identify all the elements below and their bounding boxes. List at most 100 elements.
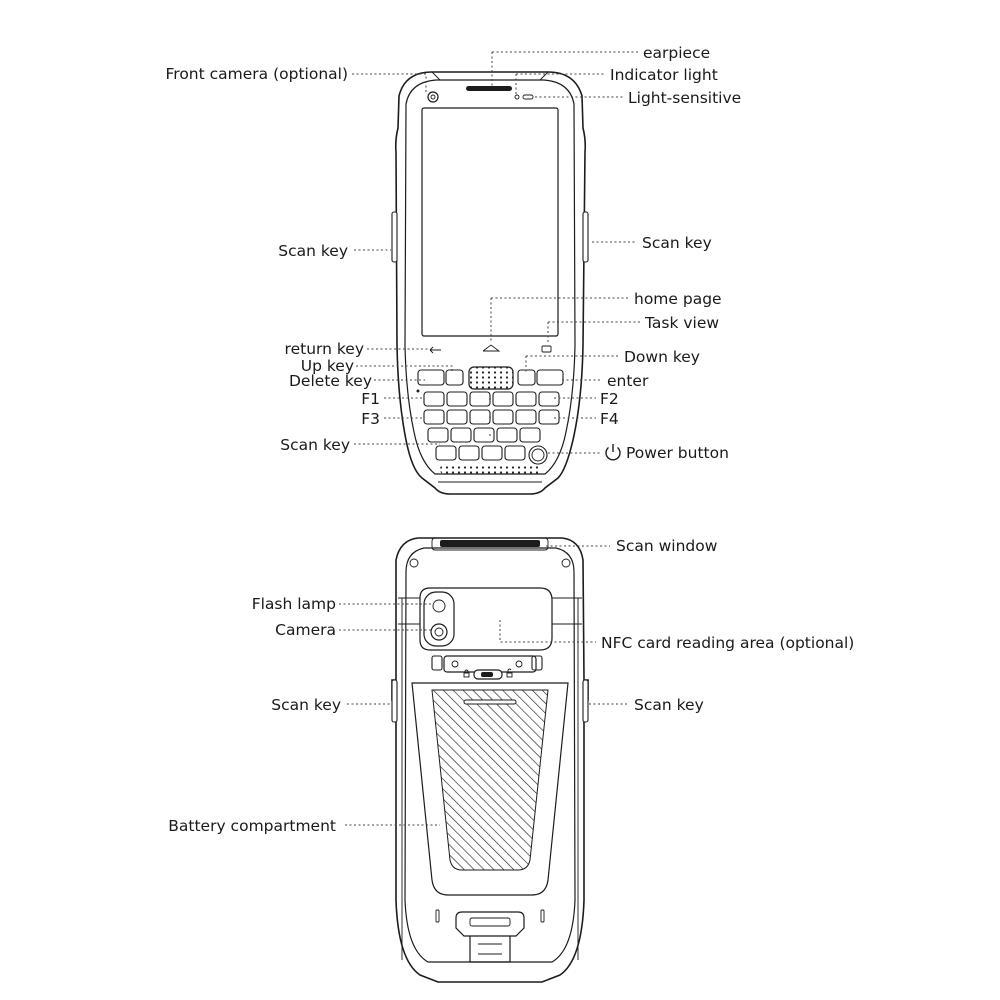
keypad-key bbox=[504, 445, 526, 461]
key-separator-dot bbox=[489, 398, 491, 400]
label-delete-key: Delete key bbox=[289, 372, 372, 390]
scan-window-frame bbox=[431, 537, 549, 551]
latch-screw-right bbox=[515, 660, 523, 668]
latch-side-button bbox=[431, 655, 443, 671]
label-flash-lamp: Flash lamp bbox=[252, 595, 336, 613]
bottom-vent-right bbox=[540, 909, 545, 923]
unlock-icon bbox=[506, 668, 513, 678]
label-f3: F3 bbox=[361, 410, 380, 428]
speaker-grille bbox=[440, 465, 540, 474]
enter-key bbox=[536, 369, 564, 386]
power-icon bbox=[605, 444, 621, 461]
latch-slider-knob bbox=[481, 672, 493, 677]
label-f2: F2 bbox=[600, 390, 619, 408]
keypad-key bbox=[427, 427, 449, 443]
screen bbox=[421, 107, 559, 337]
keypad bbox=[423, 391, 560, 461]
label-scan-key-front-bottom: Scan key bbox=[280, 436, 350, 454]
down-key bbox=[517, 369, 536, 386]
front-view bbox=[391, 71, 589, 495]
keypad-key bbox=[423, 409, 445, 425]
front-side-scan-key-right bbox=[582, 211, 589, 263]
latch-screw-left bbox=[451, 660, 459, 668]
keypad-key bbox=[519, 427, 541, 443]
up-key bbox=[445, 369, 464, 386]
keypad-key bbox=[446, 391, 468, 407]
leader-lines bbox=[339, 51, 640, 826]
camera-lens-inner bbox=[434, 627, 444, 637]
latch-area bbox=[431, 655, 543, 671]
label-scan-window: Scan window bbox=[616, 537, 718, 555]
back-side-panel-left bbox=[398, 597, 420, 960]
label-scan-key-back-left: Scan key bbox=[271, 696, 341, 714]
flash-lamp bbox=[432, 599, 446, 613]
front-bezel bbox=[404, 79, 576, 475]
power-key-inner bbox=[531, 448, 545, 462]
screw-top-left bbox=[409, 558, 419, 568]
strap-loop bbox=[469, 936, 511, 963]
keypad-key bbox=[515, 391, 537, 407]
back-side-scan-key-right bbox=[582, 679, 589, 723]
front-camera-inner bbox=[430, 94, 436, 100]
bottom-vent-left bbox=[435, 909, 440, 923]
keypad-key bbox=[446, 409, 468, 425]
battery-cover bbox=[411, 682, 569, 896]
label-scan-key-front-left: Scan key bbox=[278, 242, 348, 260]
back-inner-frame bbox=[404, 547, 576, 963]
keypad-key bbox=[492, 409, 514, 425]
back-arrow-icon bbox=[429, 346, 441, 354]
keypad-key bbox=[469, 409, 491, 425]
label-nfc-area: NFC card reading area (optional) bbox=[601, 634, 854, 652]
scan-window bbox=[440, 540, 540, 547]
keypad-key bbox=[435, 445, 457, 461]
label-scan-key-front-right: Scan key bbox=[642, 234, 712, 252]
front-body-outline bbox=[394, 71, 587, 495]
indicator-light bbox=[514, 94, 520, 100]
back-side-scan-key-left bbox=[391, 679, 398, 723]
keypad-key bbox=[423, 391, 445, 407]
camera-lens bbox=[430, 623, 448, 641]
lock-icon bbox=[463, 669, 470, 678]
battery-grip-line bbox=[463, 699, 517, 705]
label-return-key: return key bbox=[285, 340, 364, 358]
label-light-sensitive: Light-sensitive bbox=[628, 89, 741, 107]
label-f1: F1 bbox=[361, 390, 380, 408]
task-view-icon bbox=[541, 345, 552, 353]
label-scan-key-back-right: Scan key bbox=[634, 696, 704, 714]
keypad-key bbox=[469, 391, 491, 407]
front-camera-lens bbox=[427, 91, 439, 103]
key-separator-dot bbox=[489, 434, 491, 436]
back-side-panel-right bbox=[552, 597, 582, 960]
labels: earpiece Front camera (optional) Indicat… bbox=[166, 44, 855, 835]
screw-top-right bbox=[561, 558, 571, 568]
keypad-key bbox=[450, 427, 472, 443]
bottom-connector bbox=[455, 911, 525, 937]
delete-key bbox=[417, 369, 445, 386]
label-camera: Camera bbox=[275, 621, 336, 639]
camera-lens-housing bbox=[423, 591, 455, 647]
label-down-key: Down key bbox=[624, 348, 700, 366]
keypad-key bbox=[492, 391, 514, 407]
label-task-view: Task view bbox=[644, 314, 719, 332]
keypad-key bbox=[481, 445, 503, 461]
label-power-button: Power button bbox=[626, 444, 729, 462]
label-enter: enter bbox=[607, 372, 649, 390]
key-separator-dot bbox=[489, 416, 491, 418]
connector-slot bbox=[469, 917, 511, 927]
label-f4: F4 bbox=[600, 410, 619, 428]
earpiece-slot bbox=[466, 86, 512, 91]
label-battery-compartment: Battery compartment bbox=[168, 817, 336, 835]
label-indicator-light: Indicator light bbox=[610, 66, 718, 84]
scan-trigger-key bbox=[468, 366, 514, 390]
keypad-key bbox=[458, 445, 480, 461]
keypad-key bbox=[496, 427, 518, 443]
back-view bbox=[391, 537, 589, 983]
latch-side-button bbox=[531, 655, 543, 671]
mic-hole bbox=[416, 389, 420, 393]
label-earpiece: earpiece bbox=[643, 44, 710, 62]
battery-hatch-area bbox=[431, 689, 549, 871]
strap-loop-inner bbox=[478, 943, 502, 955]
keypad-key bbox=[538, 391, 560, 407]
front-side-scan-key-left bbox=[391, 211, 398, 263]
